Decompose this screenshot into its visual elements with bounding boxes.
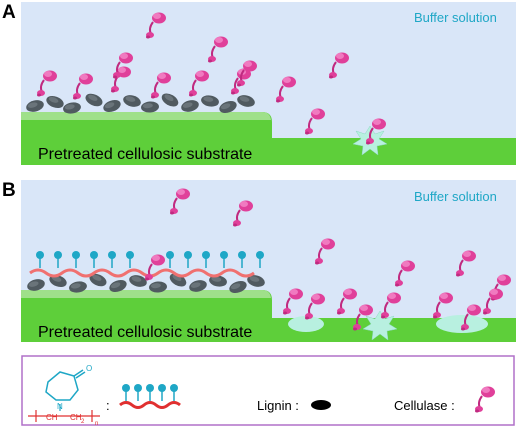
buffer-label: Buffer solution xyxy=(414,189,497,204)
substrate-label: Pretreated cellulosic substrate xyxy=(38,146,252,163)
ch-label: CH xyxy=(46,413,58,422)
substrate-top-highlight xyxy=(21,112,271,120)
substrate xyxy=(21,112,516,165)
legend-box xyxy=(21,355,515,426)
polymer-structure: O N CH CH 2 n xyxy=(28,364,100,427)
panel-b-letter: B xyxy=(2,180,16,201)
polymer-colon: : xyxy=(106,398,110,413)
lignin-legend-label: Lignin : xyxy=(257,398,299,413)
substrate-label: Pretreated cellulosic substrate xyxy=(38,324,252,341)
substrate-top-highlight xyxy=(21,290,271,298)
cellulase-legend-label: Cellulase : xyxy=(394,398,455,413)
polymer-chain-icon xyxy=(29,250,265,278)
ch2-label: CH xyxy=(70,413,82,422)
panel-a: A Buffer solution Pretreated cellulosic … xyxy=(2,2,516,165)
buffer-label: Buffer solution xyxy=(414,10,497,25)
hydrolysis-sites xyxy=(282,287,504,341)
legend: O N CH CH 2 n : Lignin : Cellulase : xyxy=(21,355,515,427)
polymer-legend-icon xyxy=(119,383,181,409)
n-subscript: n xyxy=(95,421,98,427)
panel-b: B Buffer solution Pretreated cellulosic … xyxy=(2,180,516,342)
panel-a-letter: A xyxy=(2,2,16,23)
ch2-subscript: 2 xyxy=(81,419,85,425)
oxygen-label: O xyxy=(86,364,92,373)
lignin-blob-icon xyxy=(311,400,331,410)
